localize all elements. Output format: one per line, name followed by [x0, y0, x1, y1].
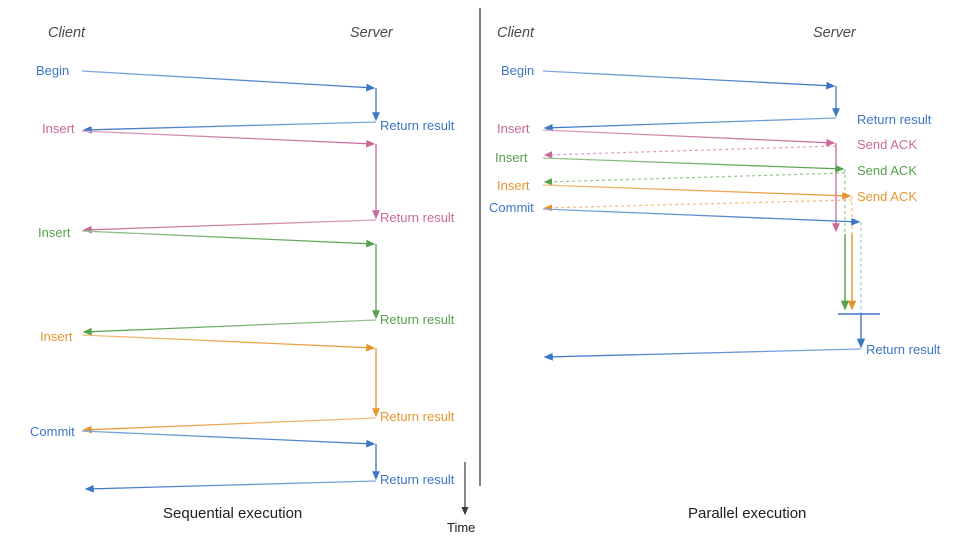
left-label-begin-return: Return result [380, 118, 455, 133]
right-insert3-ack [543, 199, 853, 212]
left-insert2-response [82, 319, 377, 336]
left-flow-insert-2 [81, 230, 380, 336]
left-label-insert-1-return: Return result [380, 210, 455, 225]
right-flow-insert-2 [542, 157, 850, 311]
right-panel-caption: Parallel execution [688, 505, 807, 522]
left-flow-insert-1 [81, 130, 380, 234]
left-flow-insert-3 [81, 334, 380, 434]
right-insert2-request [542, 157, 845, 173]
right-label-begin: Begin [501, 63, 535, 78]
left-label-insert-2-return: Return result [380, 312, 455, 327]
left-insert1-response [82, 219, 377, 234]
left-panel-caption: Sequential execution [163, 505, 303, 522]
left-label-commit: Commit [30, 424, 75, 439]
right-actor-client: Client [497, 25, 535, 41]
right-flow-begin [542, 70, 840, 132]
left-flow-commit [81, 430, 380, 493]
right-insert3-request [542, 184, 852, 200]
left-commit-response [84, 480, 377, 493]
left-begin-response [82, 121, 377, 134]
right-begin-response [543, 117, 837, 132]
right-flow-insert-1 [542, 129, 840, 233]
right-begin-request [542, 70, 836, 90]
left-label-insert-3-return: Return result [380, 409, 455, 424]
right-commit-response [543, 348, 862, 361]
left-commit-request [81, 430, 376, 448]
left-label-insert-3: Insert [40, 329, 73, 344]
left-label-insert-2: Insert [38, 225, 71, 240]
left-insert3-response [82, 417, 377, 434]
time-axis-label: Time [447, 520, 476, 535]
right-insert2-ack [543, 172, 846, 186]
right-flow-commit [542, 208, 880, 361]
right-insert1-ack [543, 145, 837, 159]
right-label-begin-return: Return result [857, 112, 932, 127]
left-label-commit-return: Return result [380, 472, 455, 487]
left-flow-begin [81, 70, 380, 134]
right-label-insert-2-ack: Send ACK [857, 163, 917, 178]
right-label-insert-3: Insert [497, 178, 530, 193]
right-commit-request [542, 208, 861, 226]
left-insert2-request [81, 230, 376, 248]
left-label-insert-1: Insert [42, 121, 75, 136]
right-label-insert-1-ack: Send ACK [857, 137, 917, 152]
left-actor-server: Server [350, 25, 393, 41]
left-begin-request [81, 70, 376, 92]
right-flow-insert-3 [542, 184, 857, 311]
right-label-insert-2: Insert [495, 150, 528, 165]
right-label-insert-3-ack: Send ACK [857, 189, 917, 204]
right-label-insert-1: Insert [497, 121, 530, 136]
left-insert1-request [81, 130, 376, 148]
right-label-commit: Commit [489, 200, 534, 215]
left-insert3-request [81, 334, 376, 352]
right-insert1-request [542, 129, 836, 147]
right-label-commit-return: Return result [866, 342, 941, 357]
left-actor-client: Client [48, 25, 86, 41]
right-actor-server: Server [813, 25, 856, 41]
left-label-begin: Begin [36, 63, 70, 78]
